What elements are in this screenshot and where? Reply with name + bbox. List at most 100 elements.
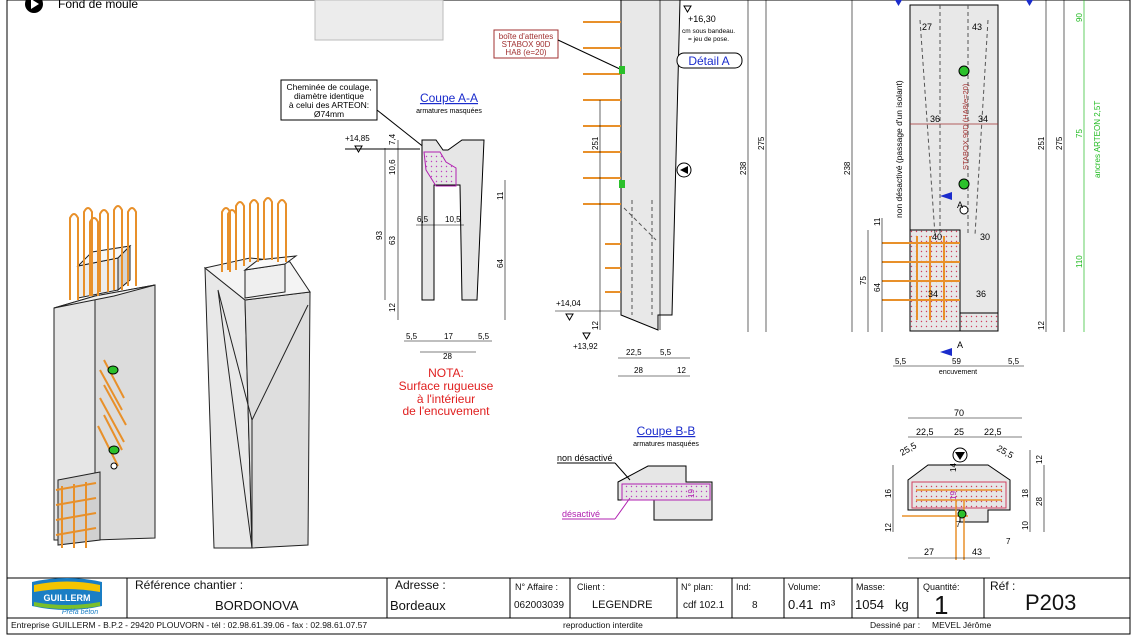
coupe-aa-title: Coupe A-A <box>420 91 478 105</box>
front-dim-55b: 5,5 <box>1008 357 1020 366</box>
coupe-bb-title: Coupe B-B <box>637 424 696 438</box>
side-dim-275: 275 <box>757 136 766 150</box>
front-dim-90: 90 <box>1075 13 1084 22</box>
logo-tagline: Préfa béton <box>62 609 98 616</box>
ind-value: 8 <box>752 600 758 611</box>
masse-label: Masse: <box>856 582 886 592</box>
aa-dim-55b: 5,5 <box>478 332 490 341</box>
side-dim-28: 28 <box>634 366 643 375</box>
footer-reproduction: reproduction interdite <box>563 620 643 630</box>
plan-dim-7: 7 <box>956 520 961 529</box>
plan-dim-28: 28 <box>1035 497 1044 506</box>
aa-dim-63: 63 <box>388 236 397 245</box>
encuvement-label: encuvement <box>939 369 977 376</box>
bb-non-desactive-label: non désactivé <box>557 453 613 463</box>
plan-dim-18: 18 <box>1021 489 1030 498</box>
level-1485: +14,85 <box>345 134 370 143</box>
nota-note: NOTA: Surface rugueuse à l'intérieur de … <box>399 366 494 418</box>
ref-value: P203 <box>1025 590 1077 615</box>
detail-a-label[interactable]: Détail A <box>688 54 729 68</box>
affaire-label: N° Affaire : <box>515 582 558 592</box>
logo-name: GUILLERM <box>44 593 91 603</box>
plan-dim-43: 43 <box>972 547 982 557</box>
aa-dim-17: 17 <box>444 332 453 341</box>
plan-dim-12b: 12 <box>884 523 893 532</box>
adresse-value: Bordeaux <box>390 598 446 613</box>
volume-label: Volume: <box>788 582 821 592</box>
front-dim-55a: 5,5 <box>895 357 907 366</box>
side-dim-12b: 12 <box>677 366 686 375</box>
nota-line1: NOTA: <box>428 366 464 380</box>
plan-dim-12: 12 <box>1035 455 1044 464</box>
plan-dim-225a: 22,5 <box>916 427 934 437</box>
cheminee-line4: Ø74mm <box>314 109 344 119</box>
front-dim-75: 75 <box>859 276 868 285</box>
fond-de-moule-label: Fond de moule <box>58 0 138 11</box>
side-dim-238: 238 <box>739 161 748 175</box>
aa-dim-65: 6,5 <box>417 215 429 224</box>
non-desactive-side-note: non désactivé (passage d'un isolant) <box>894 80 904 218</box>
front-dim-11: 11 <box>873 217 882 226</box>
aa-dim-93: 93 <box>375 231 384 240</box>
affaire-value: 062003039 <box>514 600 565 611</box>
ref-chantier-value: BORDONOVA <box>215 598 299 613</box>
side-dim-55: 5,5 <box>660 348 672 357</box>
plan-dim-25: 25 <box>954 427 964 437</box>
aa-dim-74: 7,4 <box>388 133 397 145</box>
aa-dim-55a: 5,5 <box>406 332 418 341</box>
ref-chantier-label: Référence chantier : <box>135 578 244 592</box>
masse-unit: kg <box>895 597 909 612</box>
sheet-border <box>6 0 1131 635</box>
plan-dim-70: 70 <box>954 408 964 418</box>
boite-line3: HA8 (e=20) <box>505 48 546 57</box>
dessine-label: Dessiné par : <box>870 620 921 630</box>
plan-label: N° plan: <box>681 582 714 592</box>
cheminee-line3: à celui des ARTEON: <box>289 100 369 110</box>
quantite-value: 1 <box>934 590 949 620</box>
bb-desactive-label: désactivé <box>562 509 600 519</box>
plan-dim-16: 16 <box>884 489 893 498</box>
nota-line3: à l'intérieur <box>417 392 475 406</box>
client-value: LEGENDRE <box>592 599 653 611</box>
aa-dim-64: 64 <box>496 259 505 268</box>
guillerm-logo: GUILLERM Préfa béton <box>32 578 102 616</box>
front-dim-36b: 36 <box>976 289 986 299</box>
front-marker-a-top: A <box>957 200 963 210</box>
client-label: Client : <box>577 582 606 592</box>
side-elevation: boîte d'attentes STABOX 90D HA8 (e=20) 2… <box>493 0 767 377</box>
aa-dim-12: 12 <box>388 303 397 312</box>
dessine-value: MEVEL Jérôme <box>932 620 992 630</box>
coupe-bb: Coupe B-B armatures masquées 19 non désa… <box>557 424 713 521</box>
front-dim-75g: 75 <box>1075 129 1084 138</box>
sous-bandeau-line1: cm sous bandeau. <box>682 28 735 35</box>
side-dim-12: 12 <box>591 321 600 330</box>
boite-line1: boîte d'attentes <box>499 32 553 41</box>
front-dim-43: 43 <box>972 22 982 32</box>
plan-dim-10: 10 <box>1021 521 1030 530</box>
iso-view-concrete <box>203 197 311 549</box>
aa-dim-105: 10,5 <box>445 215 461 224</box>
volume-value: 0.41 <box>788 597 814 612</box>
nota-line2: Surface rugueuse <box>399 379 494 393</box>
fond-de-moule-legend: Fond de moule <box>25 0 138 13</box>
front-dim-40: 40 <box>932 232 942 242</box>
adresse-label: Adresse : <box>395 578 446 592</box>
ref-label: Réf : <box>990 579 1016 593</box>
plan-dim-27: 27 <box>924 547 934 557</box>
front-dim-34b: 34 <box>928 289 938 299</box>
cheminee-line2: diamètre identique <box>294 91 364 101</box>
coupe-bb-subtitle: armatures masquées <box>633 441 699 448</box>
side-dim-225: 22,5 <box>626 348 642 357</box>
side-dim-251: 251 <box>591 136 600 150</box>
level-1392: +13,92 <box>573 342 598 351</box>
plan-dim-14: 14 <box>949 463 958 472</box>
reference-image-fragment <box>314 0 444 41</box>
front-elevation: A A 27 43 36 34 40 30 34 36 non désactiv… <box>843 0 1102 376</box>
front-dim-36: 36 <box>930 114 940 124</box>
aa-dim-11: 11 <box>496 191 505 200</box>
masse-value: 1054 <box>855 597 884 612</box>
nota-line4: de l'encuvement <box>402 404 490 418</box>
level-1630: +16,30 <box>688 14 716 24</box>
plan-value: cdf 102.1 <box>683 600 725 611</box>
